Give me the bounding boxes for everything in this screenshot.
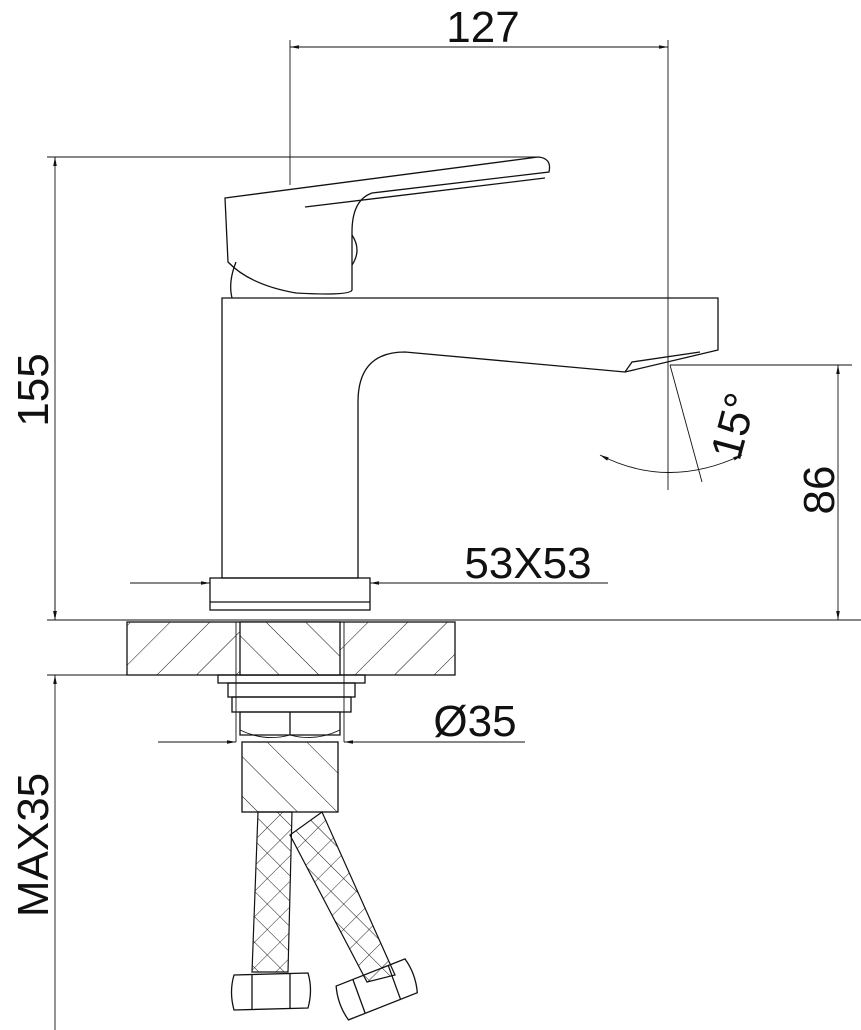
dimension-width-127: 127	[289, 3, 669, 490]
hose-nut-left	[230, 972, 312, 1011]
faucet-handle	[224, 156, 551, 299]
dimension-shank-35: Ø35	[158, 697, 525, 746]
dimension-max-35: MAX35	[9, 560, 58, 1030]
dimension-label-155: 155	[9, 353, 58, 426]
threaded-shank	[241, 741, 339, 813]
flexible-hoses	[251, 811, 396, 983]
dimension-label-127: 127	[446, 3, 519, 52]
dimension-spout-angle: 15°	[599, 364, 767, 483]
dimension-label-53x53: 53X53	[464, 539, 591, 588]
dimension-label-15deg: 15°	[702, 388, 767, 465]
dimension-spout-height-86: 86	[670, 364, 852, 620]
counter-section	[126, 621, 456, 742]
dimension-height-155: 155	[9, 156, 540, 620]
mounting-nut	[217, 674, 366, 739]
dimension-label-35: Ø35	[433, 697, 516, 746]
faucet-body	[209, 297, 719, 611]
hose-nut-right	[335, 958, 418, 1021]
dimension-label-86: 86	[795, 466, 844, 515]
dimension-base-53x53: 53X53	[130, 539, 608, 588]
dimension-label-max35: MAX35	[9, 773, 58, 917]
